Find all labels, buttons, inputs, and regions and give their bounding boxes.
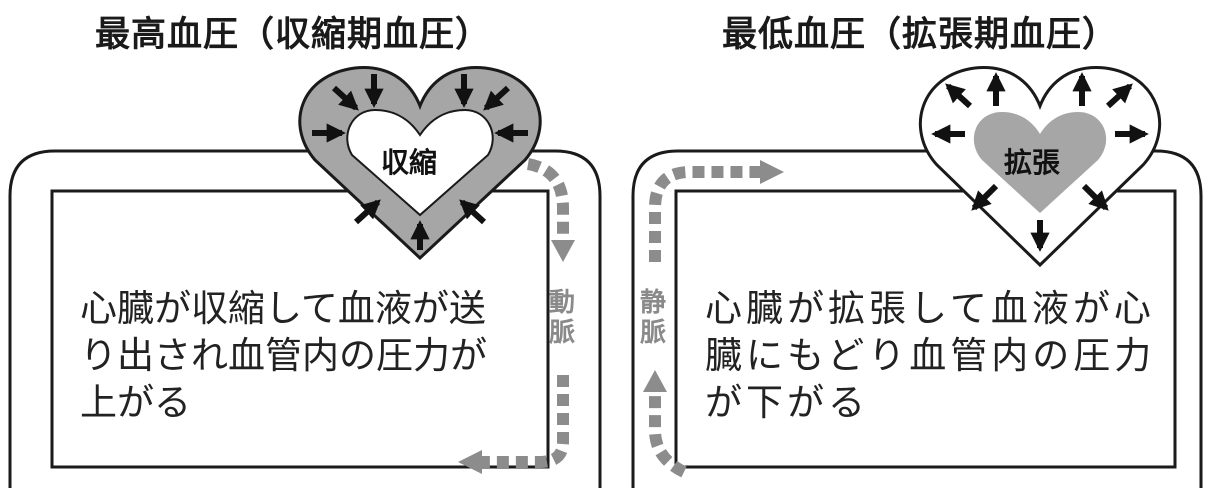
arrow-out-8 (1081, 183, 1109, 211)
artery-label: 動脈 (548, 288, 575, 348)
diastolic-heart-inner (973, 112, 1107, 213)
diastolic-title: 最低血圧（拡張期血圧） (722, 15, 1119, 55)
vein-label: 静脈 (639, 288, 666, 348)
diastolic-inner-box (674, 189, 1177, 469)
arrow-out-7 (971, 183, 999, 211)
diastolic-description: 心臓が拡張して血液が心臓にもどり血管内の圧力が下がる (705, 287, 1156, 424)
contraction-label: 収縮 (381, 146, 438, 179)
diastolic-panel (631, 66, 1203, 488)
vein-flow-arrow (643, 160, 784, 478)
arrow-in-7 (353, 199, 381, 225)
expansion-arrows (931, 72, 1149, 252)
systolic-outer-frame (8, 149, 602, 488)
systolic-title: 最高血圧（収縮期血圧） (95, 15, 492, 55)
arrow-out-4 (1105, 83, 1133, 109)
arrow-out-3 (945, 83, 973, 109)
arrow-in-3 (331, 85, 359, 111)
artery-flow-arrow (458, 158, 575, 474)
systolic-heart-inner (346, 108, 494, 217)
contraction-arrows (312, 74, 528, 250)
diastolic-outer-frame (631, 149, 1203, 488)
systolic-panel (8, 66, 602, 488)
systolic-description: 心臓が収縮して血液が送り出され血管内の圧力が上がる (80, 287, 487, 424)
expansion-label: 拡張 (1004, 146, 1061, 179)
systolic-inner-box (50, 189, 550, 469)
arrow-in-4 (483, 85, 511, 111)
arrow-in-8 (459, 199, 487, 225)
